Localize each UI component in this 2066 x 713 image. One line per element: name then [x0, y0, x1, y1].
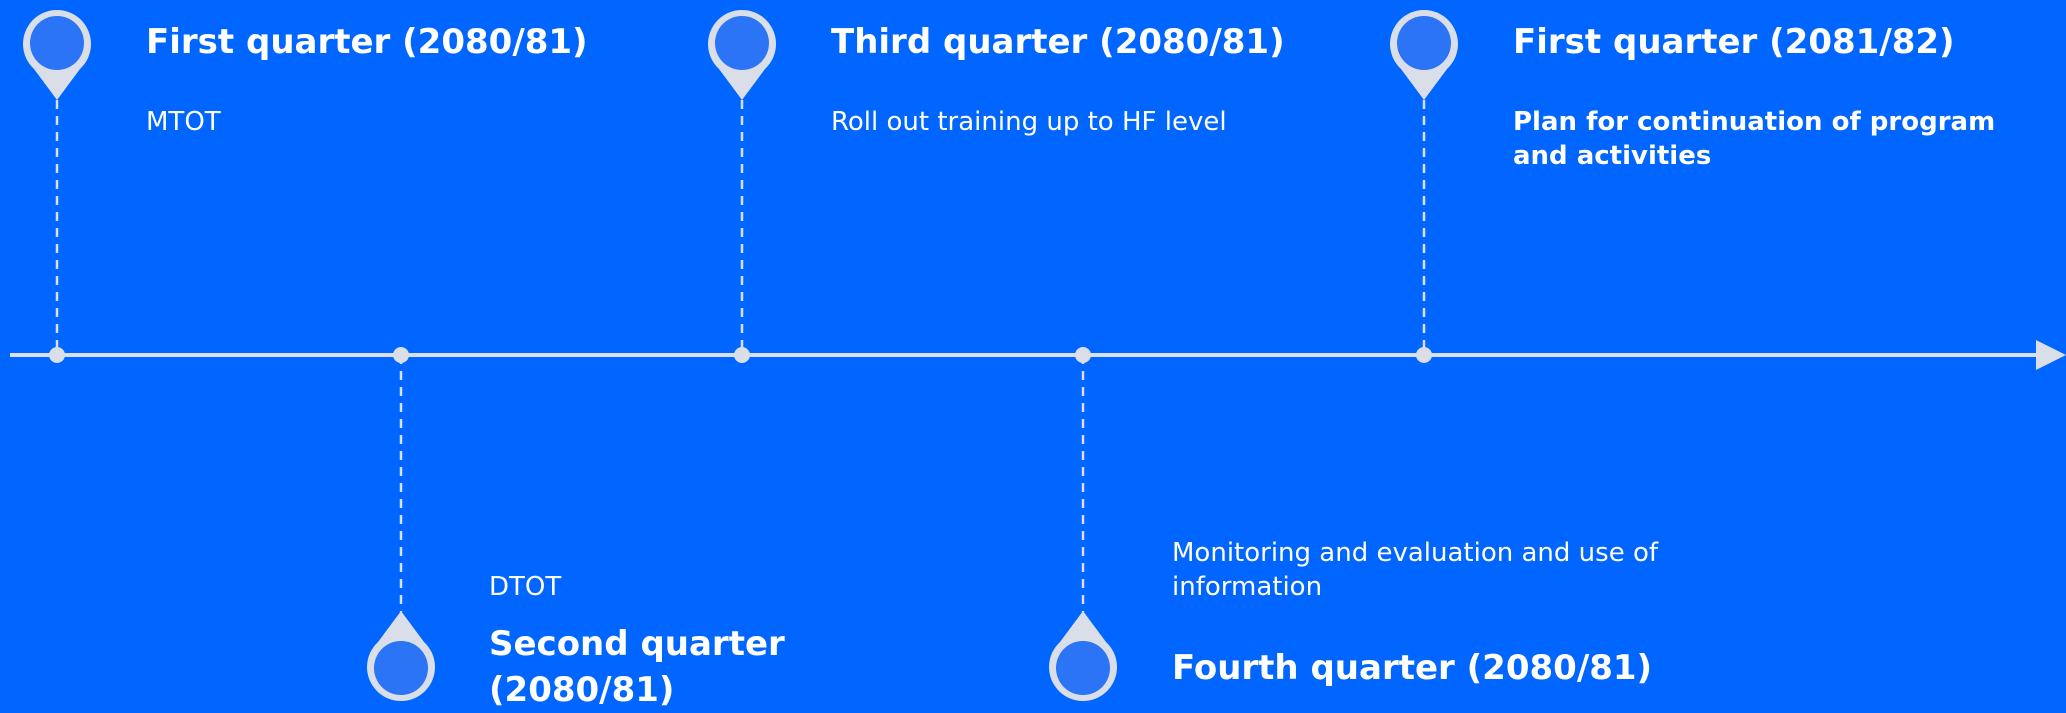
map-pin-icon — [1048, 610, 1118, 706]
milestone-title: Third quarter (2080/81) — [831, 22, 1285, 62]
map-pin-icon — [707, 5, 777, 101]
milestone-description: Monitoring and evaluation and use of inf… — [1172, 538, 1659, 602]
milestone-description: MTOT — [146, 107, 221, 137]
milestone-title: Second quarter (2080/81) — [489, 624, 785, 710]
timeline-dot-4 — [1075, 347, 1091, 363]
milestone-description: DTOT — [489, 572, 562, 602]
timeline-dot-2 — [393, 347, 409, 363]
milestone-description: Plan for continuation of program and act… — [1513, 107, 1996, 171]
milestone-description: Roll out training up to HF level — [831, 107, 1227, 137]
timeline-dot-1 — [49, 347, 65, 363]
timeline-dot-3 — [734, 347, 750, 363]
milestone-title: Fourth quarter (2080/81) — [1172, 648, 1653, 688]
map-pin-icon — [1389, 5, 1459, 101]
map-pin-icon — [366, 610, 436, 706]
milestone-title: First quarter (2080/81) — [146, 22, 588, 62]
timeline-arrowhead — [2036, 340, 2066, 370]
map-pin-icon — [22, 5, 92, 101]
milestone-title: First quarter (2081/82) — [1513, 22, 1955, 62]
timeline-dot-5 — [1416, 347, 1432, 363]
